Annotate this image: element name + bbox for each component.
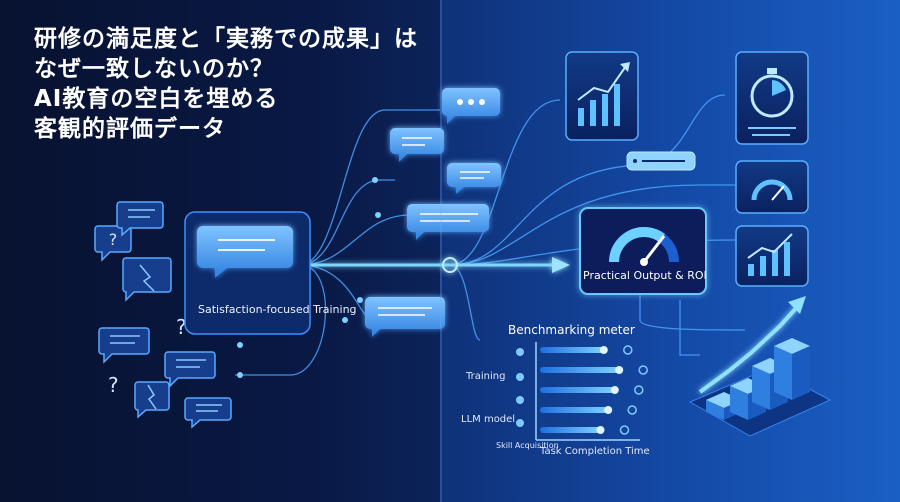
connector-line: [639, 295, 746, 331]
growth-arrow: [698, 304, 800, 394]
connector-line: [299, 214, 411, 266]
connector-nodes: [237, 177, 381, 378]
ai-icon: [516, 396, 524, 404]
connector-line: [449, 184, 735, 266]
connector-node: [357, 297, 363, 303]
connector-line: [449, 94, 726, 266]
benchmark-bar-target: [623, 345, 633, 355]
connector-line: [449, 264, 481, 341]
benchmark-row-llm: LLM model: [461, 414, 516, 425]
chat-bubble: [164, 351, 216, 388]
connector-node: [237, 342, 243, 348]
benchmark-bar: [540, 387, 615, 393]
benchmark-bar: [540, 347, 604, 353]
connector-node: [375, 212, 381, 218]
benchmark-meter: [516, 342, 648, 441]
chat-bubble: [98, 327, 150, 364]
bar-chart-card: [735, 225, 809, 287]
headline-line-4: 客観的評価データ: [34, 116, 226, 142]
main-arrow: [300, 257, 570, 273]
satisfaction-caption: Satisfaction-focused Training: [198, 303, 357, 316]
chat-bubble: [407, 204, 489, 240]
connector-node: [237, 372, 243, 378]
crack-line: [147, 384, 157, 410]
iso-bar: [774, 338, 810, 400]
benchmark-row-training: Training: [466, 371, 506, 382]
benchmark-bar-target: [638, 365, 648, 375]
connector-line: [235, 264, 327, 376]
bubble-text-lines: [378, 137, 490, 316]
gauge-card: [735, 160, 809, 214]
svg-text:?: ?: [109, 230, 118, 249]
benchmark-bar-knob: [610, 386, 619, 394]
benchmark-bar-knob: [615, 366, 624, 374]
benchmark-bar: [540, 407, 609, 413]
benchmark-bar-knob: [596, 426, 605, 434]
roi-label: Practical Output & ROI: [583, 269, 707, 282]
chat-bubble: [184, 397, 232, 429]
bubble-lines: [110, 209, 222, 412]
stopwatch-icon: [750, 74, 794, 118]
benchmark-bar: [540, 367, 620, 373]
people-icon: [516, 348, 524, 356]
broken-chat-bubble: [134, 381, 170, 419]
benchmark-bar-target: [634, 385, 644, 395]
benchmark-axis-y-label: Skill Acquisition: [496, 441, 559, 450]
junction-node: [442, 257, 458, 273]
satisfaction-chat-window: [184, 211, 311, 335]
growth-isometric-bars: [688, 296, 832, 437]
benchmark-axis-x-label: Task Completion Time: [540, 446, 650, 457]
crack-line: [139, 264, 155, 292]
ai-icon: [516, 373, 524, 381]
connector-node: [342, 317, 348, 323]
question-mark-icon: ?: [108, 373, 119, 397]
benchmark-bars: [540, 345, 648, 435]
stopwatch-card: [735, 51, 809, 145]
benchmark-row-icons: [516, 348, 524, 427]
chat-bubble: [116, 201, 164, 237]
connector-node: [372, 177, 378, 183]
benchmark-bar: [540, 427, 601, 433]
growth-arrow-head: [788, 296, 806, 314]
benchmark-bar-target: [619, 425, 630, 435]
chat-bubble: [365, 297, 445, 337]
ai-icon: [516, 419, 524, 427]
typing-bubble: [442, 88, 500, 124]
growth-chart-card: [565, 51, 639, 141]
connector-line: [449, 99, 561, 266]
benchmark-bar-target: [627, 405, 637, 415]
connector-lines: [235, 94, 746, 376]
gauge-icon: [751, 179, 793, 201]
question-mark-icon: ?: [176, 315, 187, 339]
connector-line: [299, 109, 440, 266]
headline-line-1: 研修の満足度と「実務での成果」は: [34, 26, 418, 52]
headline: 研修の満足度と「実務での成果」は なぜ一致しないのか？ AI教育の空白を埋める …: [34, 24, 454, 144]
benchmark-title: Benchmarking meter: [508, 323, 635, 337]
headline-line-2: なぜ一致しないのか？: [34, 56, 274, 82]
benchmark-bar-knob: [599, 346, 608, 354]
roi-card: [579, 207, 707, 295]
connector-line: [679, 300, 700, 356]
headline-line-3: AI教育の空白を埋める: [34, 86, 279, 112]
status-bubble: [626, 151, 696, 171]
question-marks: ? ?: [108, 315, 187, 397]
benchmark-bar-knob: [604, 406, 613, 414]
